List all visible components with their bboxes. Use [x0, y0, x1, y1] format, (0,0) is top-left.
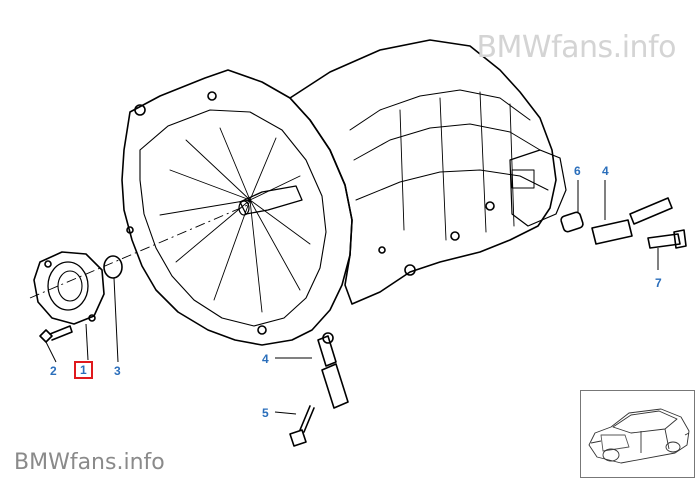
callout-3[interactable]: 3: [114, 364, 121, 378]
assembly-axis-line: [29, 203, 251, 299]
bushing-part: [560, 211, 584, 233]
speed-sensor-part: [317, 332, 349, 409]
transmission-housing: [121, 39, 567, 346]
vehicle-thumbnail[interactable]: [580, 390, 695, 478]
callout-6[interactable]: 6: [574, 164, 581, 178]
seal-cover-part: [33, 251, 105, 325]
watermark-bottom: BMWfans.info: [14, 450, 165, 475]
callout-4-right[interactable]: 4: [602, 164, 609, 178]
car-sedan-icon: [588, 408, 690, 464]
o-ring-part: [103, 255, 123, 279]
right-bolt-part: [647, 229, 687, 249]
right-sensor-part: [591, 197, 673, 245]
sensor-bolt-part: [289, 405, 315, 447]
callout-1-selected[interactable]: 1: [74, 361, 93, 379]
watermark-top: BMWfans.info: [476, 30, 676, 65]
callout-4-sensor[interactable]: 4: [262, 352, 269, 366]
callout-2[interactable]: 2: [50, 364, 57, 378]
callout-5[interactable]: 5: [262, 406, 269, 420]
bolt-part: [39, 325, 73, 343]
leader-lines: [45, 180, 659, 415]
callout-7[interactable]: 7: [655, 276, 662, 290]
